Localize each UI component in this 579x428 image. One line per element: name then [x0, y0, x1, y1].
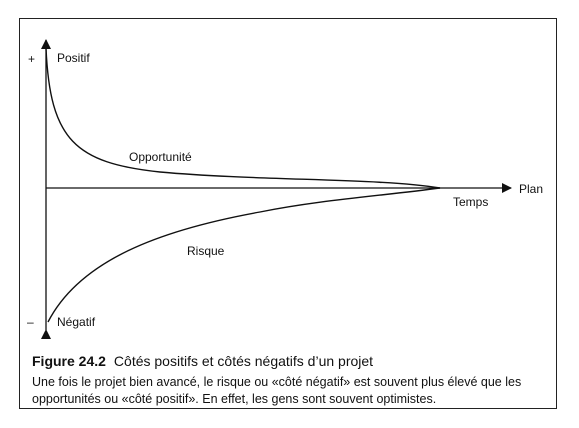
- time-label: Temps: [453, 195, 488, 209]
- figure-frame: [19, 18, 557, 409]
- positive-label: Positif: [57, 51, 90, 65]
- opportunity-label: Opportunité: [129, 150, 192, 164]
- plan-label: Plan: [519, 182, 543, 196]
- risk-label: Risque: [187, 244, 225, 258]
- caption-body: Une fois le projet bien avancé, le risqu…: [32, 375, 522, 406]
- figure-title: Côtés positifs et côtés négatifs d’un pr…: [113, 353, 374, 369]
- positive-sign: +: [28, 52, 35, 66]
- figure-number: Figure 24.2: [32, 353, 106, 369]
- risk-curve: [47, 187, 441, 323]
- negative-sign: –: [27, 315, 34, 329]
- opportunity-curve: [45, 47, 441, 189]
- figure-caption: Figure 24.2 Côtés positifs et côtés négat…: [32, 352, 547, 408]
- negative-label: Négatif: [57, 315, 96, 329]
- caption-title: Figure 24.2 Côtés positifs et côtés négat…: [32, 352, 547, 370]
